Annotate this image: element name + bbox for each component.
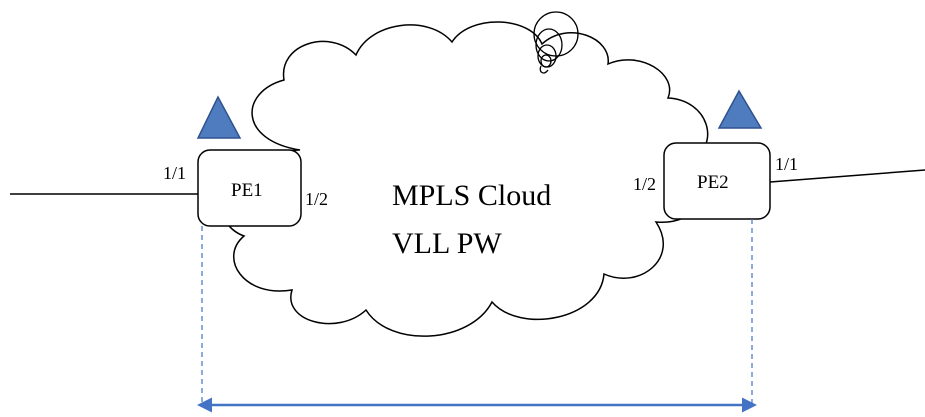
pe2-label: PE2 — [697, 172, 729, 193]
pe2-access-link — [769, 169, 925, 183]
pe1-triangle-icon — [196, 95, 242, 139]
pe2-port-right-label: 1/1 — [775, 154, 798, 174]
loop-icon — [533, 11, 579, 74]
cloud-subtitle: VLL PW — [392, 227, 502, 260]
pe2-router[interactable] — [663, 142, 771, 220]
pe1-port-left-label: 1/1 — [163, 163, 186, 183]
cloud-title: MPLS Cloud — [392, 179, 551, 212]
pe1-router[interactable] — [197, 149, 302, 227]
pe1-port-right-label: 1/2 — [305, 189, 328, 209]
pe1-label: PE1 — [231, 180, 263, 201]
pe2-triangle-icon — [717, 89, 763, 129]
pe2-port-left-label: 1/2 — [633, 174, 656, 194]
